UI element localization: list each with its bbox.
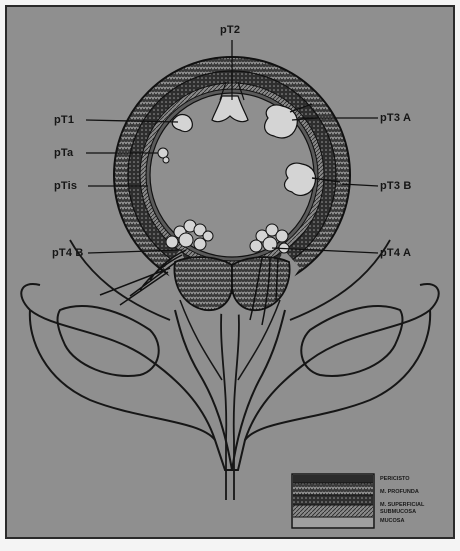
legend-swatches — [292, 474, 374, 528]
label-pT4a: pT4 A — [380, 247, 411, 259]
legend-item-pericisto: PERICISTO — [380, 476, 410, 482]
label-pT3a: pT3 A — [380, 112, 411, 124]
label-pT1: pT1 — [54, 114, 74, 126]
label-pTa: pTa — [54, 147, 73, 159]
legend-item-m-superficial: M. SUPERFICIAL — [380, 502, 424, 508]
legend-item-m-profunda: M. PROFUNDA — [380, 489, 419, 495]
label-pTis: pTis — [54, 180, 77, 192]
legend-item-submucosa: SUBMUCOSA — [380, 509, 416, 515]
label-pT3b: pT3 B — [380, 180, 412, 192]
legend-item-mucosa: MUCOSA — [380, 518, 404, 524]
label-pT2: pT2 — [220, 24, 240, 36]
label-pT4b: pT4 B — [52, 247, 84, 259]
